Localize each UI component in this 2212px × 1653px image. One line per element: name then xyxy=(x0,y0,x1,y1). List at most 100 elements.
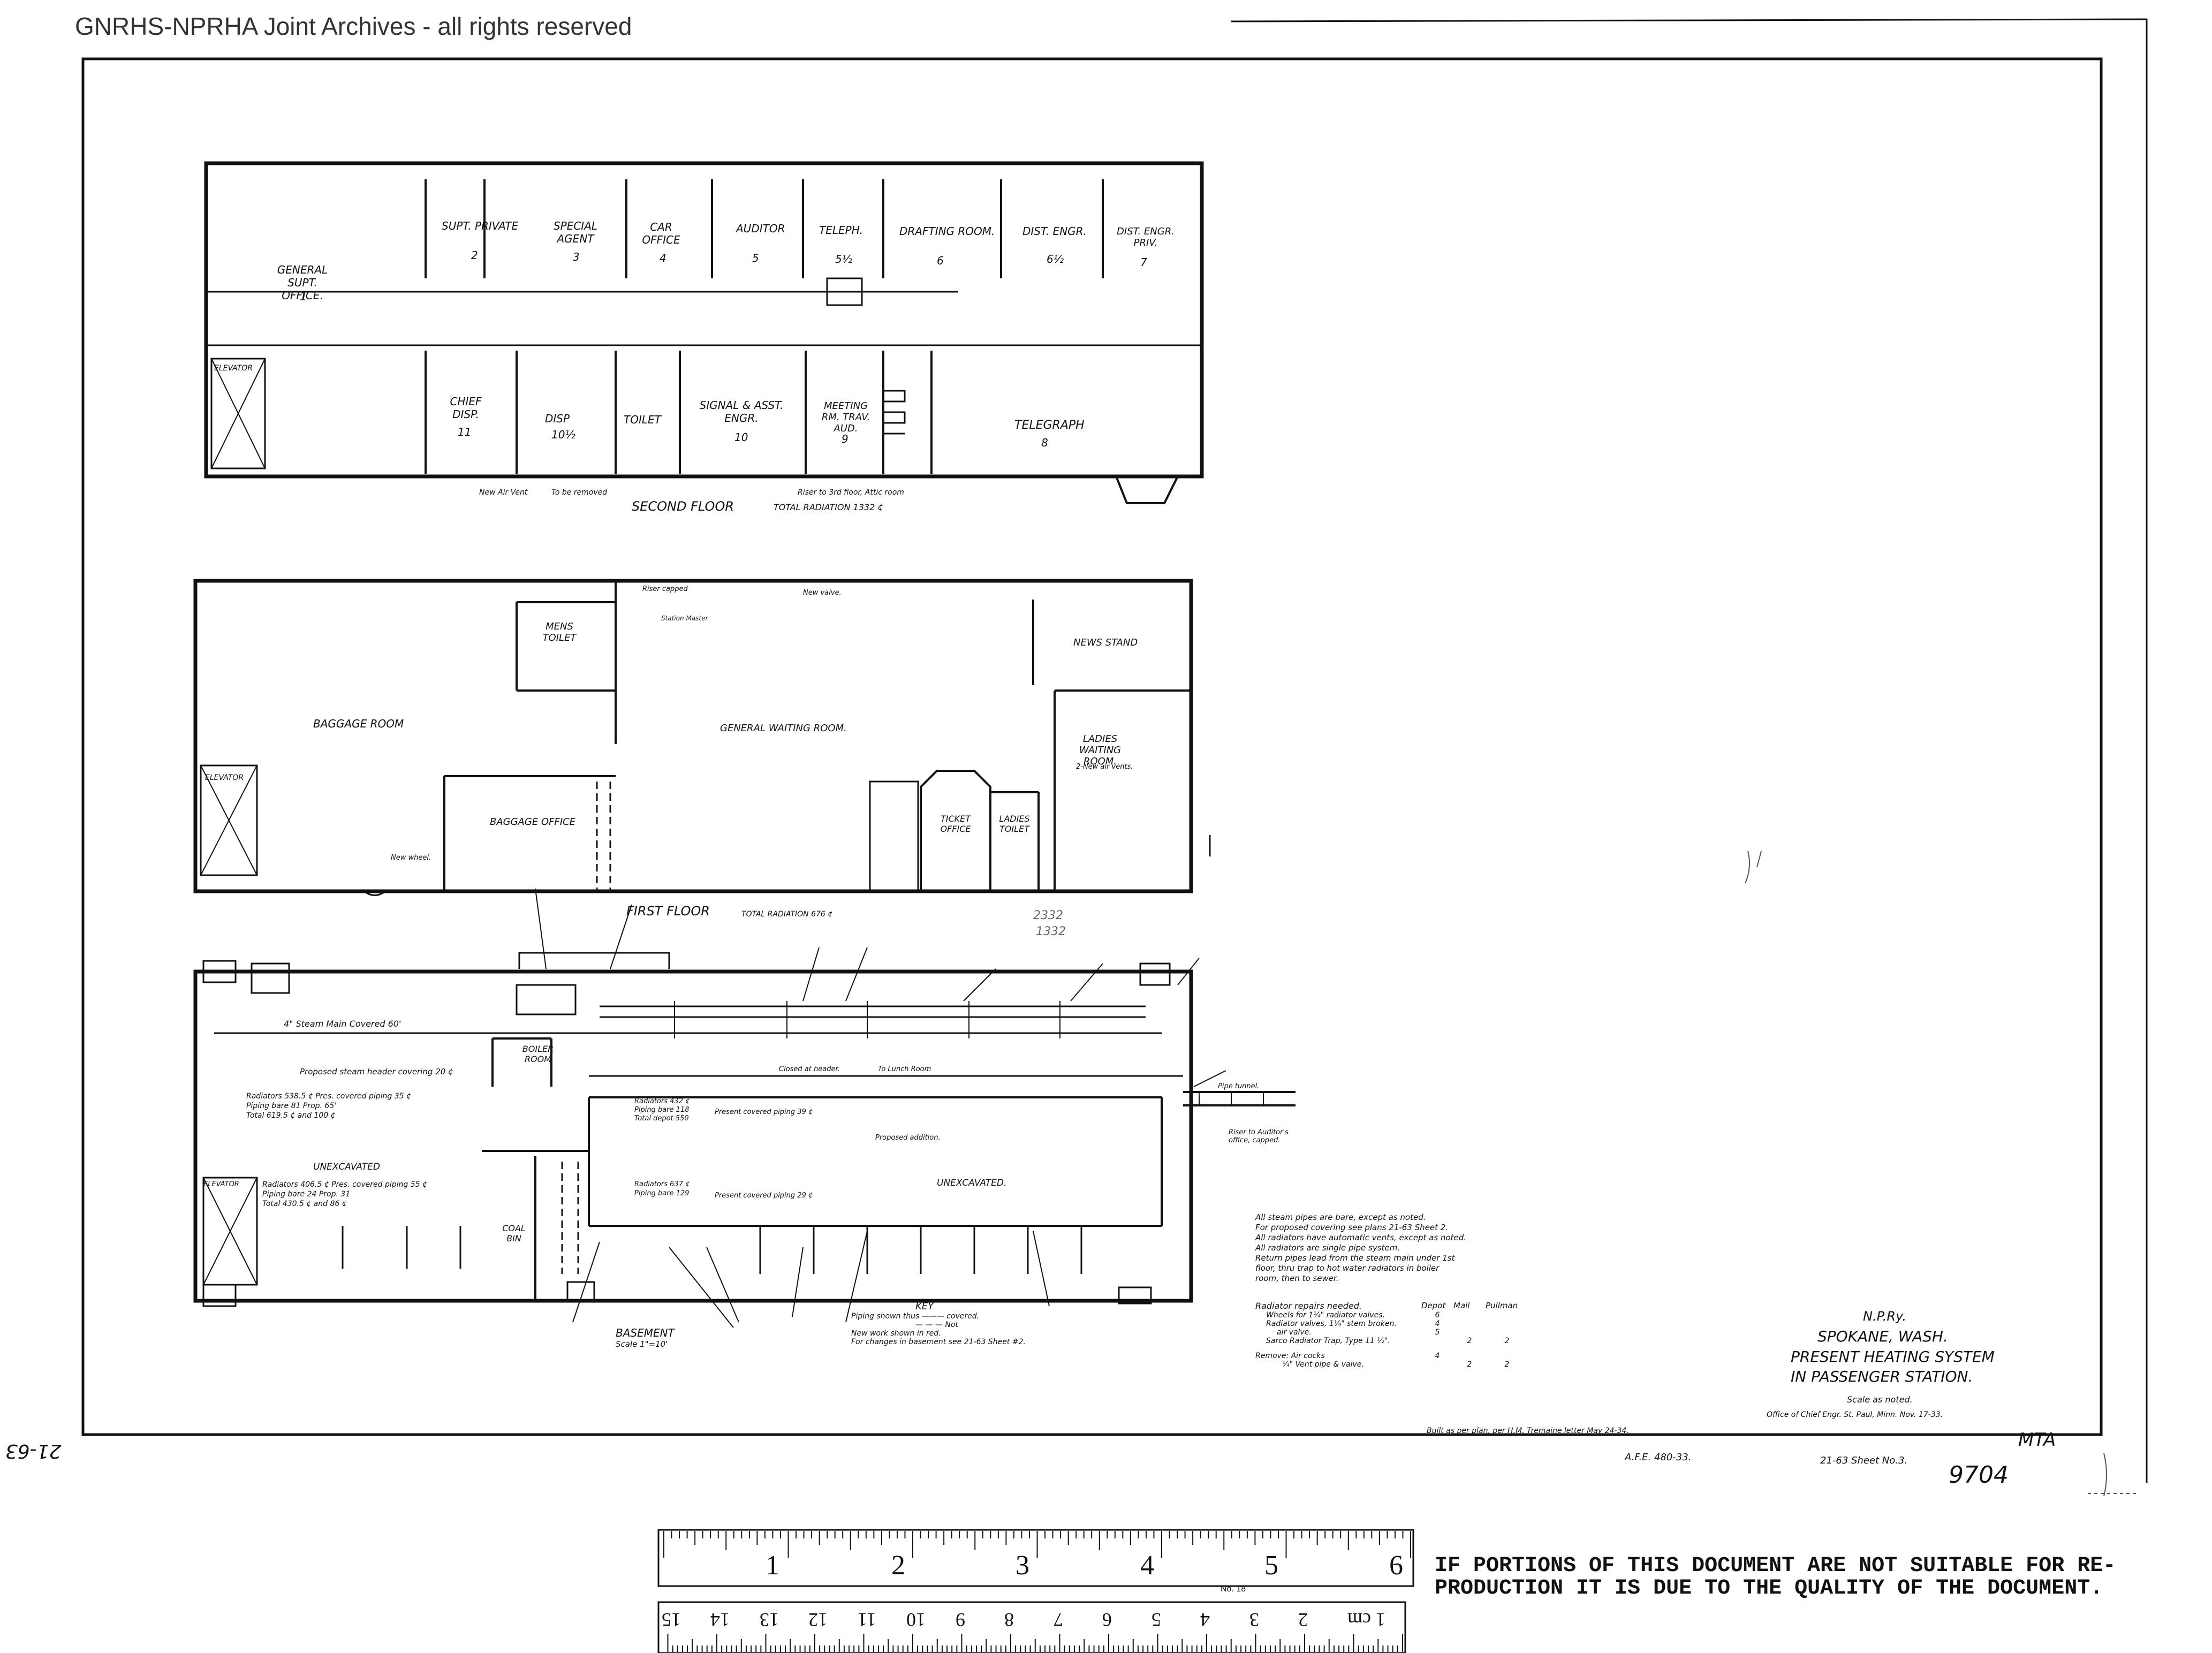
room-number: 3 xyxy=(573,251,580,263)
key-line: New work shown in red. xyxy=(851,1329,941,1338)
note-new-valve: New valve. xyxy=(803,589,842,597)
general-note-line: All radiators are single pipe system. xyxy=(1255,1243,1400,1253)
room-unexcavated-east: UNEXCAVATED. xyxy=(937,1178,1007,1188)
note-riser-attic: Riser to 3rd floor, Attic room xyxy=(798,488,904,497)
title-location: SPOKANE, WASH. xyxy=(1817,1328,1948,1345)
ruler-cm-label: 13 xyxy=(759,1609,779,1631)
basement-plan xyxy=(193,888,1296,1328)
general-note-line: room, then to sewer. xyxy=(1255,1273,1339,1283)
room-number: 5½ xyxy=(835,253,853,266)
room-number: 11 xyxy=(458,426,472,438)
archive-notice: GNRHS-NPRHA Joint Archives - all rights … xyxy=(75,12,632,40)
note-to-be-removed: To be removed xyxy=(551,488,608,497)
repairs-cell: 2 xyxy=(1504,1360,1510,1369)
ruler-inch-label: 2 xyxy=(891,1550,905,1581)
room-number: 1 xyxy=(300,290,307,303)
note-radiators-west-3: Total 619.5 ¢ and 100 ¢ xyxy=(246,1111,336,1120)
second-floor-total: TOTAL RADIATION 1332 ¢ xyxy=(774,502,883,512)
key-title: KEY xyxy=(915,1301,934,1312)
ruler-cm-label: 15 xyxy=(661,1609,681,1631)
title-sheet-number: 21-63 Sheet No.3. xyxy=(1820,1455,1908,1466)
room-elevator: ELEVATOR xyxy=(214,364,253,373)
note-new-air-vent: New Air Vent xyxy=(479,488,528,497)
note-radiators-mid-3: Total 430.5 ¢ and 86 ¢ xyxy=(262,1200,347,1208)
repairs-cell xyxy=(1486,1352,1528,1360)
room-number: 2 xyxy=(471,249,478,262)
repairs-cell: 6 xyxy=(1435,1311,1440,1320)
room-number: 9 xyxy=(842,433,849,445)
ruler-cm-label: 3 xyxy=(1249,1609,1259,1631)
note-present-covered-mail: Present covered piping 29 ¢ xyxy=(715,1192,813,1200)
repairs-header: Radiator repairs needed. xyxy=(1255,1301,1362,1311)
basement-scale: Scale 1"=10' xyxy=(616,1339,668,1349)
title-afe: A.F.E. 480-33. xyxy=(1625,1452,1692,1463)
ruler-cm-label: 11 xyxy=(857,1609,876,1631)
room-auditor: AUDITOR xyxy=(736,222,785,235)
room-supt-private: SUPT. PRIVATE xyxy=(442,219,519,232)
side-drawing-number: 21-63 xyxy=(5,1440,62,1462)
pencil-number: 1332 xyxy=(1036,925,1066,938)
room-dist-engr-priv: DIST. ENGR. PRIV. xyxy=(1117,226,1175,248)
repairs-row-label: Radiator valves, 1¼" stem broken. xyxy=(1266,1320,1397,1328)
room-general-supt-office: GENERAL SUPT. OFFICE. xyxy=(277,263,328,302)
ruler-inch-label: 4 xyxy=(1140,1550,1154,1581)
title-office: Office of Chief Engr. St. Paul, Minn. No… xyxy=(1767,1411,1943,1419)
note-riser-auditor: Riser to Auditor's office, capped. xyxy=(1229,1128,1289,1144)
room-mens-toilet: MENS TOILET xyxy=(542,621,577,643)
ruler-cm-label: 7 xyxy=(1053,1609,1063,1631)
ruler-cm-label: 6 xyxy=(1102,1609,1112,1631)
room-number: 10½ xyxy=(551,428,575,441)
note-proposed-header: Proposed steam header covering 20 ¢ xyxy=(300,1067,453,1076)
note-radiators-mail-2: Piping bare 129 xyxy=(634,1189,690,1197)
room-elevator: ELEVATOR xyxy=(205,774,244,782)
note-radiators-depot-3: Total depot 550 xyxy=(634,1114,689,1123)
repairs-cell xyxy=(1453,1311,1486,1320)
repairs-cell xyxy=(1486,1328,1528,1337)
repairs-col: Pullman xyxy=(1486,1301,1518,1310)
pencil-number: 2332 xyxy=(1033,909,1063,922)
note-radiators-depot-2: Piping bare 118 xyxy=(634,1106,690,1114)
repairs-cell xyxy=(1486,1320,1528,1328)
note-station-master: Station Master xyxy=(661,615,708,622)
ruler-inch-label: 5 xyxy=(1264,1550,1278,1581)
note-proposed-addition: Proposed addition. xyxy=(875,1134,941,1142)
general-note-line: For proposed covering see plans 21-63 Sh… xyxy=(1255,1223,1449,1232)
title-scale: Scale as noted. xyxy=(1847,1394,1913,1405)
room-ladies-waiting: LADIES WAITING ROOM. xyxy=(1079,733,1122,767)
repairs-cell: 4 xyxy=(1435,1320,1440,1328)
repairs-row-label: Sarco Radiator Trap, Type 11 ½". xyxy=(1266,1337,1390,1345)
note-new-wheel: New wheel. xyxy=(391,854,431,862)
room-number: 7 xyxy=(1140,256,1147,269)
room-meeting-rm: MEETING RM. TRAV. AUD. xyxy=(821,400,870,434)
title-initials: MTA xyxy=(2018,1429,2056,1451)
room-toilet: TOILET xyxy=(624,413,661,426)
room-baggage-room: BAGGAGE ROOM xyxy=(313,717,404,730)
key-legend: KEY Piping shown thus ——— covered. — — —… xyxy=(851,1301,1026,1346)
ruler-ticks xyxy=(663,1531,1411,1652)
note-riser-capped: Riser capped xyxy=(642,585,688,593)
note-radiators-mid-1: Radiators 406.5 ¢ Pres. covered piping 5… xyxy=(262,1180,427,1189)
room-coal-bin: COAL BIN xyxy=(502,1223,526,1243)
repairs-cell xyxy=(1453,1352,1486,1360)
general-note-line: All steam pipes are bare, except as note… xyxy=(1255,1212,1426,1222)
room-baggage-office: BAGGAGE OFFICE xyxy=(490,816,576,828)
repairs-cell xyxy=(1453,1320,1486,1328)
ruler-inch-label: 6 xyxy=(1389,1550,1403,1581)
disclaimer-line: PRODUCTION IT IS DUE TO THE QUALITY OF T… xyxy=(1435,1576,2103,1601)
note-lunch-room: To Lunch Room xyxy=(878,1065,931,1073)
room-telegraph: TELEGRAPH xyxy=(1014,419,1085,432)
note-pipe-tunnel: Pipe tunnel. xyxy=(1218,1082,1260,1090)
ruler-cm-label: 1 cm xyxy=(1347,1609,1385,1631)
first-floor-plan xyxy=(193,579,1211,896)
repairs-cell xyxy=(1486,1311,1528,1320)
key-line: — — — Not xyxy=(915,1321,958,1329)
room-signal-asst-engr: SIGNAL & ASST. ENGR. xyxy=(699,399,784,424)
repairs-cell: 2 xyxy=(1504,1337,1510,1345)
ruler-cm-label: 8 xyxy=(1004,1609,1014,1631)
title-railway: N.P.Ry. xyxy=(1863,1309,1907,1324)
second-floor-plan xyxy=(204,161,1204,504)
general-note-line: floor, thru trap to hot water radiators … xyxy=(1255,1263,1440,1273)
room-disp: DISP xyxy=(545,412,570,425)
repairs-cell: 2 xyxy=(1467,1337,1472,1345)
room-news-stand: NEWS STAND xyxy=(1073,637,1138,648)
